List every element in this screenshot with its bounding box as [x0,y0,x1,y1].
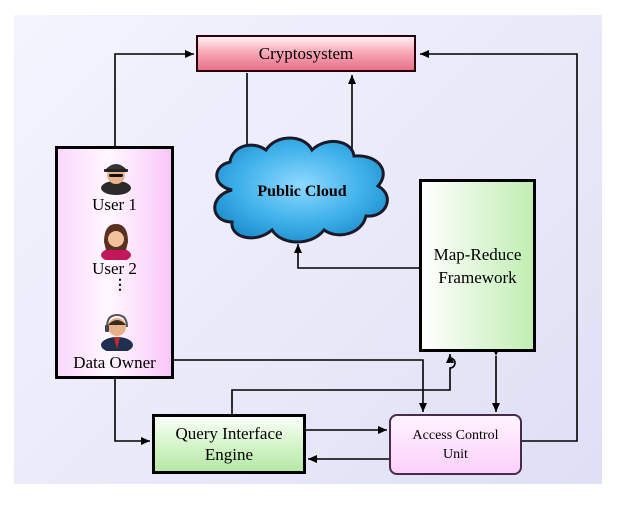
user-2-icon [101,224,131,260]
public-cloud-label: Public Cloud [257,183,347,200]
users-box: User 1 User 2 ⋮ Data Owner [55,146,174,379]
access-control-box: Access Control Unit [389,414,522,475]
user-1-icon [101,164,131,195]
access-control-label-line1: Access Control [412,427,499,443]
arrow-owner-to-access [174,359,427,412]
more-users-ellipsis: ⋮ [113,278,127,293]
user-2-label: User 2 [92,259,137,278]
user-1-label: User 1 [92,195,137,214]
query-interface-label-line1: Query Interface [175,424,283,443]
map-reduce-label-line1: Map-Reduce [433,244,522,264]
arrow-access-to-cryptosystem [420,50,578,442]
access-control-label-line2: Unit [443,446,468,462]
map-reduce-label-line2: Framework [438,267,517,287]
cryptosystem-label: Cryptosystem [258,43,354,63]
data-owner-label: Data Owner [73,353,156,372]
public-cloud-shape [213,136,389,244]
data-owner-icon [101,313,133,351]
cryptosystem-box: Cryptosystem [196,35,416,72]
arrow-users-to-cryptosystem [114,50,194,146]
query-interface-box: Query Interface Engine [152,414,306,474]
query-interface-label-line2: Engine [204,445,254,464]
arrow-users-to-query [114,379,150,445]
arrow-query-to-mapreduce [231,354,456,414]
arrow-mapreduce-to-cloud [294,244,419,269]
map-reduce-box: Map-Reduce Framework [419,179,536,352]
